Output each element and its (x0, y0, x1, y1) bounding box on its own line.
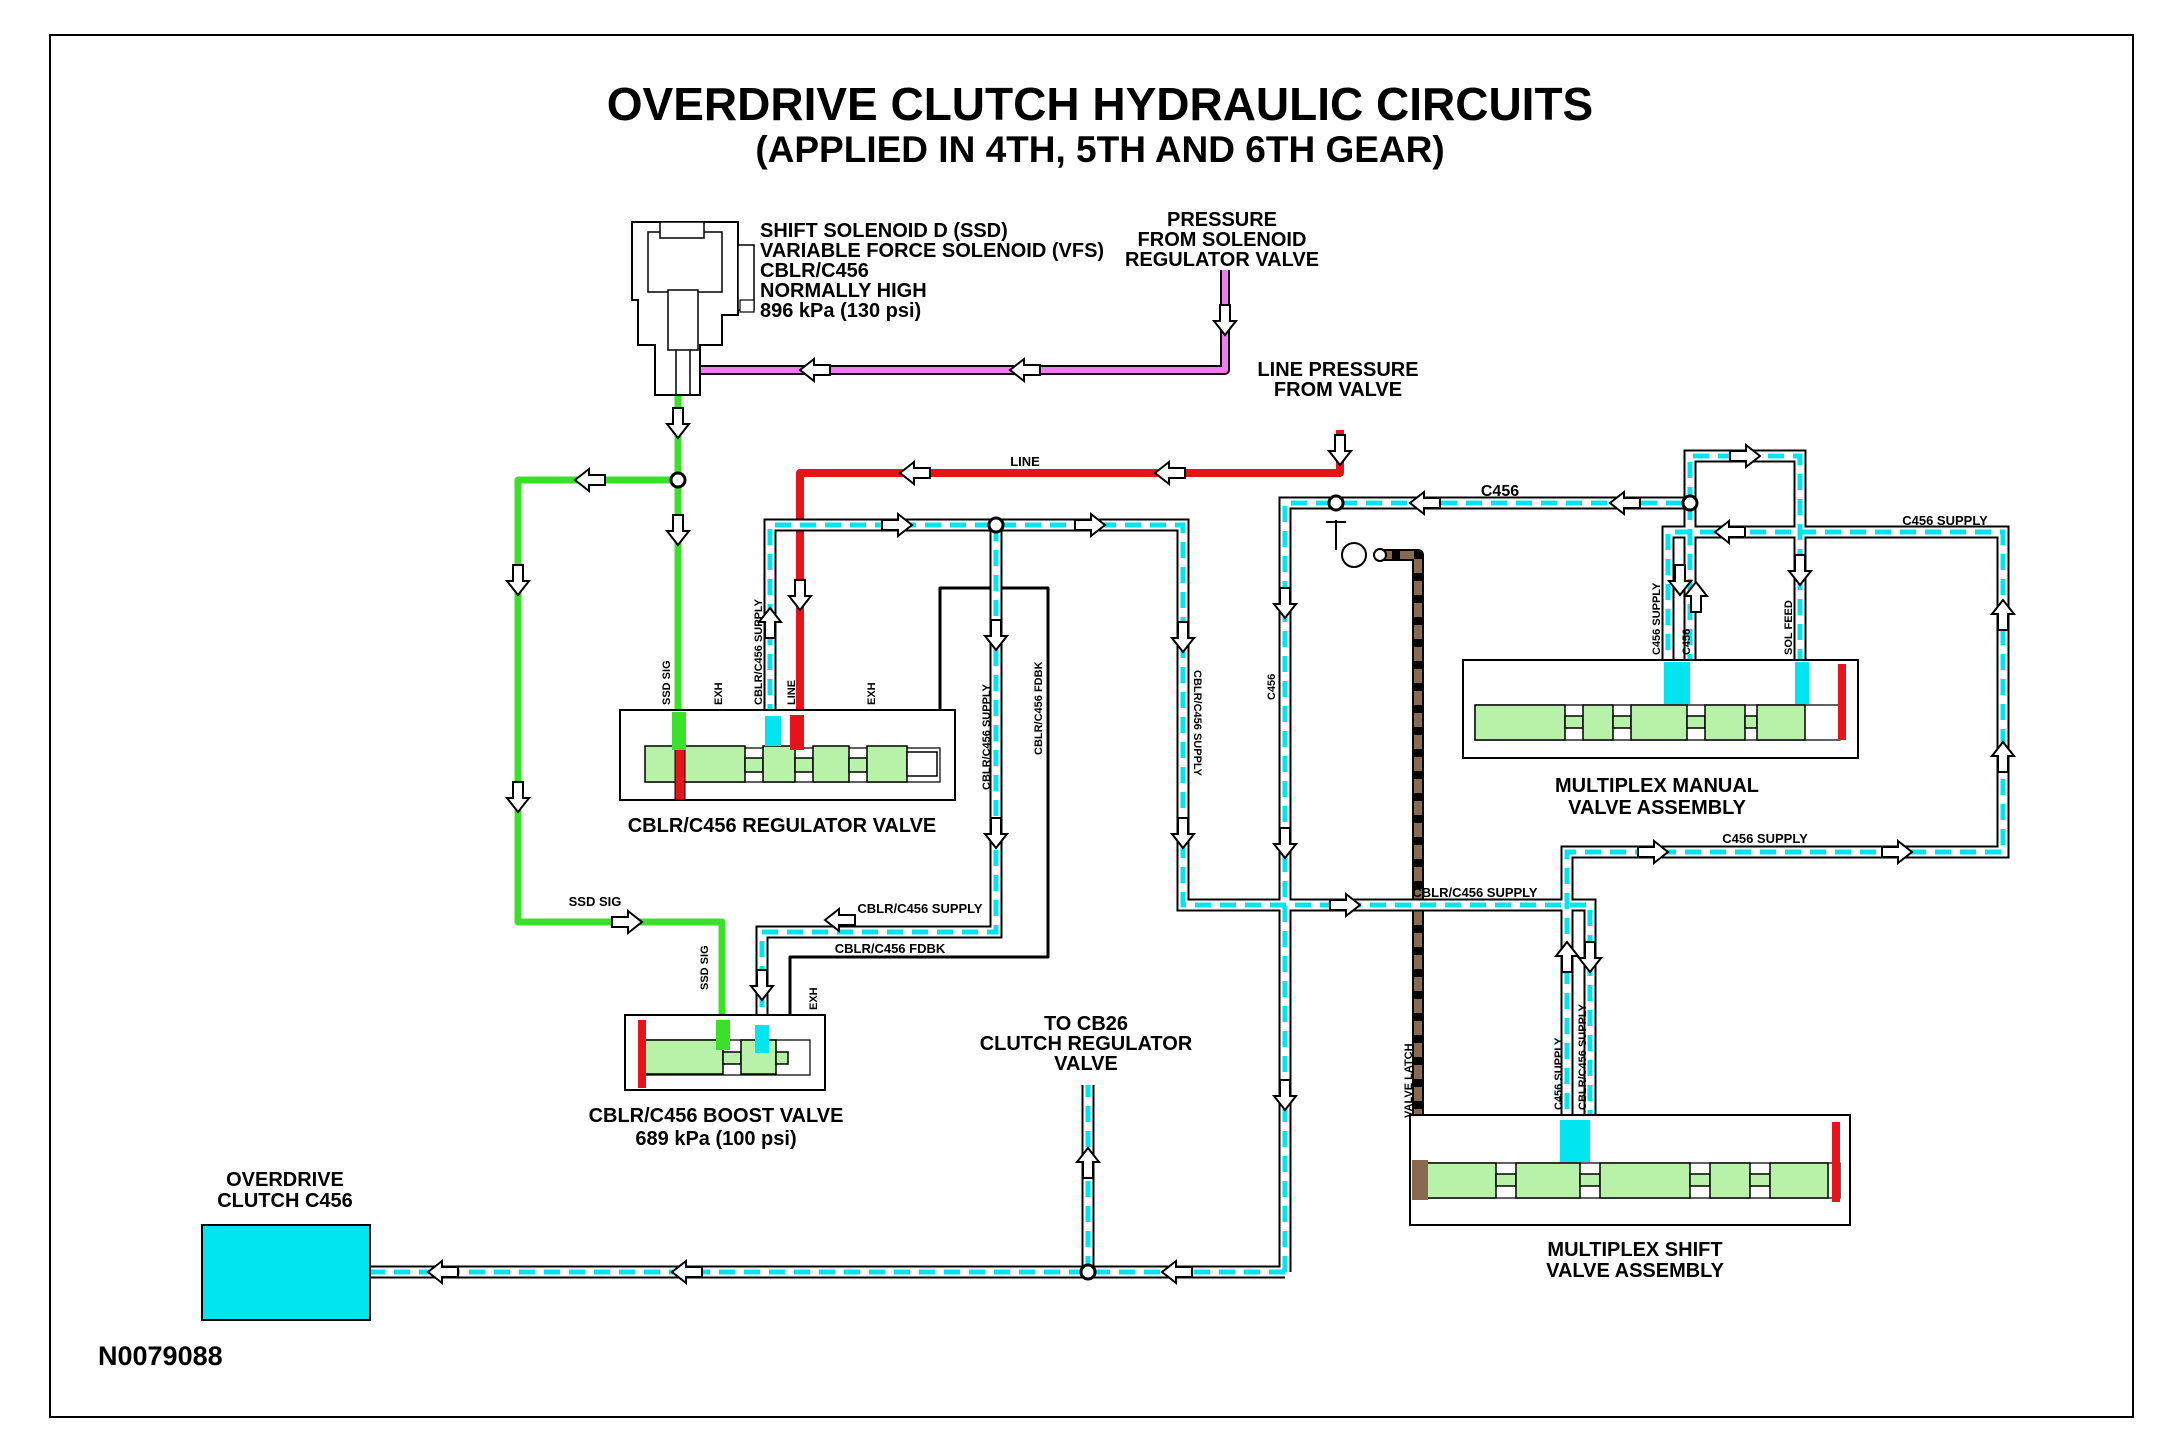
diagram-subtitle: (APPLIED IN 4TH, 5TH AND 6TH GEAR) (755, 129, 1444, 170)
boost-valve-label: CBLR/C456 BOOST VALVE (589, 1105, 844, 1127)
ssd-sig-circuit (514, 395, 726, 1045)
shift-valve-label-1: MULTIPLEX SHIFT (1547, 1239, 1722, 1261)
shift-valve-label-2: VALVE ASSEMBLY (1546, 1260, 1724, 1282)
port-label-cblr-supply: CBLR/C456 SUPPLY (753, 598, 765, 705)
cblr-c456-regulator-valve (619, 709, 956, 801)
shift-solenoid-d (631, 221, 755, 396)
valve-latch-circuit (1378, 549, 1424, 1190)
cblr-c456-fdbk-label-boost: CBLR/C456 FDBK (835, 941, 946, 956)
flow-arrows (426, 304, 2017, 1286)
cblr-c456-fdbk-circuit (788, 586, 1050, 1015)
check-ball (1326, 520, 1387, 568)
diagram-border (49, 34, 2134, 1418)
svg-text:TO CB26: TO CB26 (1044, 1013, 1128, 1035)
svg-text:CBLR/C456: CBLR/C456 (760, 260, 869, 282)
junction-nodes (669, 471, 1699, 1281)
svg-text:896 kPa (130 psi): 896 kPa (130 psi) (760, 300, 921, 322)
clutch-label-2: CLUTCH C456 (217, 1190, 353, 1212)
c456-vertical-label: C456 (1266, 674, 1278, 700)
svg-text:FROM VALVE: FROM VALVE (1274, 379, 1402, 401)
figure-id: N0079088 (98, 1341, 223, 1371)
port-label-line: LINE (786, 680, 798, 705)
port-label-regulator-supply: CBLR/C456 SUPPLY (981, 683, 993, 790)
overdrive-clutch-c456 (201, 1224, 371, 1321)
cblr-c456-supply-label-boost: CBLR/C456 SUPPLY (857, 901, 983, 916)
svg-text:VARIABLE FORCE SOLENOID (VFS): VARIABLE FORCE SOLENOID (VFS) (760, 240, 1104, 262)
pressure-line (690, 270, 1230, 375)
cblr-c456-supply-vertical-label: CBLR/C456 SUPPLY (1191, 670, 1203, 777)
c456-supply-label-top: C456 SUPPLY (1902, 513, 1988, 528)
pressure-source-label: PRESSURE FROM SOLENOID REGULATOR VALVE (1125, 209, 1319, 271)
clutch-label-1: OVERDRIVE (226, 1169, 344, 1191)
boost-valve-pressure: 689 kPa (100 psi) (635, 1128, 796, 1150)
line-pressure-source-label: LINE PRESSURE FROM VALVE (1257, 359, 1418, 401)
port-label-regulator-fdbk: CBLR/C456 FDBK (1033, 661, 1045, 755)
ssd-sig-label-boost: SSD SIG (569, 894, 622, 909)
multiplex-manual-valve (1462, 659, 1859, 759)
svg-text:CLUTCH REGULATOR: CLUTCH REGULATOR (980, 1033, 1193, 1055)
port-label-manual-c456-supply: C456 SUPPLY (1651, 582, 1663, 655)
manual-valve-label-1: MULTIPLEX MANUAL (1555, 775, 1759, 797)
port-label-exh-2: EXH (866, 682, 878, 705)
port-label-manual-c456: C456 (1681, 629, 1693, 655)
svg-text:FROM SOLENOID: FROM SOLENOID (1138, 229, 1307, 251)
svg-text:NORMALLY HIGH: NORMALLY HIGH (760, 280, 927, 302)
line-label: LINE (1010, 454, 1040, 469)
diagram-title: OVERDRIVE CLUTCH HYDRAULIC CIRCUITS (607, 78, 1593, 130)
svg-text:VALVE: VALVE (1054, 1053, 1118, 1075)
multiplex-shift-valve (1409, 1114, 1851, 1226)
svg-text:SHIFT SOLENOID D (SSD): SHIFT SOLENOID D (SSD) (760, 220, 1008, 242)
port-label-exh-1: EXH (713, 682, 725, 705)
port-label-manual-sol-feed: SOL FEED (1783, 600, 1795, 655)
cblr-c456-boost-valve (624, 1014, 826, 1091)
to-cb26-label: TO CB26 CLUTCH REGULATOR VALVE (980, 1013, 1193, 1075)
manual-valve-label-2: VALVE ASSEMBLY (1568, 797, 1746, 819)
port-label-shift-c456-supply: C456 SUPPLY (1553, 1037, 1565, 1110)
svg-text:PRESSURE: PRESSURE (1167, 209, 1277, 231)
port-label-shift-cblr-supply: CBLR/C456 SUPPLY (1577, 1003, 1589, 1110)
c456-line-label: C456 (1481, 483, 1519, 500)
solenoid-description: SHIFT SOLENOID D (SSD) VARIABLE FORCE SO… (760, 220, 1104, 322)
svg-text:LINE PRESSURE: LINE PRESSURE (1257, 359, 1418, 381)
svg-text:REGULATOR VALVE: REGULATOR VALVE (1125, 249, 1319, 271)
cblr-c456-supply-label-shift: CBLR/C456 SUPPLY (1412, 885, 1538, 900)
port-label-valve-latch: VALVE LATCH (1403, 1043, 1415, 1118)
port-label-boost-ssd-sig: SSD SIG (699, 945, 711, 990)
c456-supply-label-mid: C456 SUPPLY (1722, 831, 1808, 846)
regulator-valve-label: CBLR/C456 REGULATOR VALVE (628, 815, 937, 837)
port-label-ssd-sig: SSD SIG (661, 660, 673, 705)
port-label-boost-exh: EXH (808, 987, 820, 1010)
